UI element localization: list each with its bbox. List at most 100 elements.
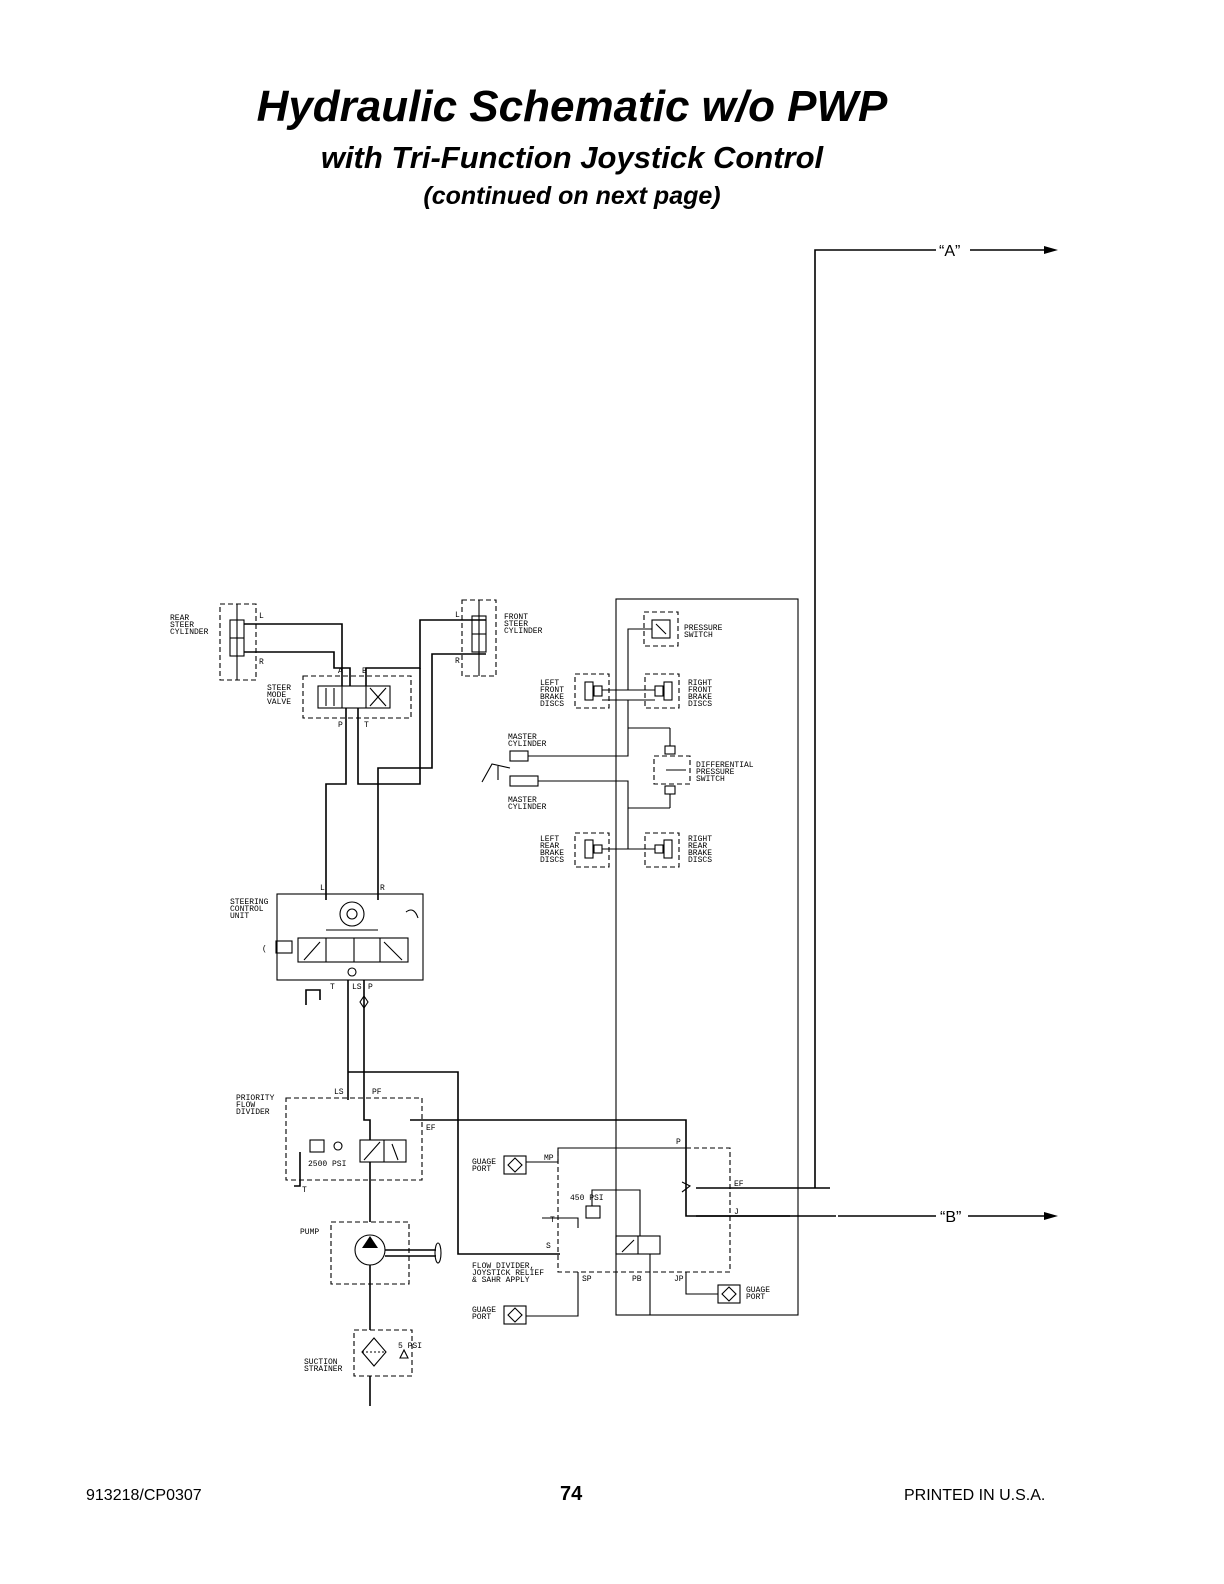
- svg-text:GUAGE: GUAGE: [472, 1158, 496, 1167]
- connector-a-label: “A”: [939, 243, 960, 260]
- flow-divider-block: FLOW DIVIDER, JOYSTICK RELIEF & SAHR APP…: [472, 1138, 744, 1285]
- svg-text:T: T: [550, 1216, 555, 1225]
- svg-text:(: (: [262, 945, 267, 954]
- connector-b-label: “B”: [940, 1209, 961, 1226]
- svg-text:EF: EF: [426, 1124, 436, 1133]
- connector-a: “A”: [814, 243, 1058, 1188]
- svg-text:BRAKE: BRAKE: [540, 849, 564, 858]
- svg-text:SWITCH: SWITCH: [684, 631, 713, 640]
- svg-text:P: P: [338, 721, 343, 730]
- svg-text:5 PSI: 5 PSI: [398, 1342, 422, 1351]
- svg-text:RIGHT: RIGHT: [688, 835, 712, 844]
- guage-port-lower: GUAGE PORT: [472, 1305, 527, 1325]
- svg-text:PUMP: PUMP: [300, 1228, 319, 1237]
- svg-text:PRESSURE: PRESSURE: [684, 624, 723, 633]
- left-front-brake-discs: LEFT FRONT BRAKE DISCS: [540, 673, 610, 709]
- svg-text:REAR: REAR: [688, 842, 707, 851]
- svg-text:T: T: [330, 983, 335, 992]
- svg-text:RIGHT: RIGHT: [688, 679, 712, 688]
- svg-text:PF: PF: [372, 1088, 382, 1097]
- guage-port-upper: GUAGE PORT: [472, 1155, 527, 1175]
- svg-text:EF: EF: [734, 1180, 744, 1189]
- svg-text:L: L: [320, 884, 325, 893]
- svg-text:J: J: [734, 1208, 739, 1217]
- svg-text:GUAGE: GUAGE: [472, 1306, 496, 1315]
- svg-text:UNIT: UNIT: [230, 912, 249, 921]
- priority-flow-divider: PRIORITY FLOW DIVIDER LS PF EF T 2500 PS…: [236, 1088, 436, 1195]
- svg-text:SUCTION: SUCTION: [304, 1358, 338, 1367]
- svg-text:SWITCH: SWITCH: [696, 775, 725, 784]
- differential-pressure-switch: DIFFERENTIAL PRESSURE SWITCH: [653, 728, 754, 808]
- svg-text:PRESSURE: PRESSURE: [696, 768, 735, 777]
- svg-text:PB: PB: [632, 1275, 642, 1284]
- left-rear-brake-discs: LEFT REAR BRAKE DISCS: [540, 832, 610, 868]
- svg-text:STEER: STEER: [170, 621, 194, 630]
- svg-text:T: T: [364, 721, 369, 730]
- connector-b: “B”: [838, 1209, 1058, 1226]
- svg-text:2500 PSI: 2500 PSI: [308, 1160, 346, 1169]
- right-rear-brake-discs: RIGHT REAR BRAKE DISCS: [644, 832, 712, 868]
- svg-text:FRONT: FRONT: [688, 686, 712, 695]
- svg-text:REAR: REAR: [170, 614, 189, 623]
- svg-text:PORT: PORT: [472, 1165, 491, 1174]
- svg-text:FLOW: FLOW: [236, 1101, 255, 1110]
- svg-text:BRAKE: BRAKE: [688, 849, 712, 858]
- page-title: Hydraulic Schematic w/o PWP: [256, 82, 888, 131]
- svg-text:CYLINDER: CYLINDER: [508, 740, 547, 749]
- svg-text:S: S: [546, 1242, 551, 1251]
- svg-text:MP: MP: [544, 1154, 554, 1163]
- svg-text:R: R: [259, 658, 264, 667]
- right-front-brake-discs: RIGHT FRONT BRAKE DISCS: [644, 673, 712, 709]
- svg-text:STEER: STEER: [267, 684, 291, 693]
- svg-text:FRONT: FRONT: [540, 686, 564, 695]
- master-cylinders: MASTER CYLINDER MASTER CYLINDER: [481, 733, 547, 812]
- svg-text:CYLINDER: CYLINDER: [504, 627, 543, 636]
- steering-control-unit: STEERING CONTROL UNIT L R T LS P (: [230, 884, 424, 992]
- svg-text:BRAKE: BRAKE: [688, 693, 712, 702]
- svg-text:R: R: [455, 657, 460, 666]
- svg-text:DIVIDER: DIVIDER: [236, 1108, 270, 1117]
- svg-text:GUAGE: GUAGE: [746, 1286, 770, 1295]
- svg-text:P: P: [676, 1138, 681, 1147]
- svg-text:REAR: REAR: [540, 842, 559, 851]
- svg-text:PORT: PORT: [472, 1313, 491, 1322]
- svg-text:R: R: [380, 884, 385, 893]
- continued-note: (continued on next page): [423, 182, 721, 210]
- svg-text:A: A: [338, 667, 343, 676]
- svg-text:FRONT: FRONT: [504, 613, 528, 622]
- svg-text:CYLINDER: CYLINDER: [170, 628, 209, 637]
- steer-mode-valve: STEER MODE VALVE A B P T: [267, 667, 412, 730]
- page-subtitle: with Tri-Function Joystick Control: [320, 140, 824, 175]
- svg-text:MASTER: MASTER: [508, 796, 537, 805]
- svg-text:STEERING: STEERING: [230, 898, 269, 907]
- svg-text:DISCS: DISCS: [540, 700, 564, 709]
- svg-text:DISCS: DISCS: [688, 700, 712, 709]
- svg-text:FLOW DIVIDER,: FLOW DIVIDER,: [472, 1262, 534, 1271]
- svg-text:B: B: [362, 667, 367, 676]
- svg-text:MODE: MODE: [267, 691, 286, 700]
- svg-text:& SAHR APPLY: & SAHR APPLY: [472, 1276, 530, 1285]
- svg-text:LEFT: LEFT: [540, 835, 559, 844]
- svg-text:JP: JP: [674, 1275, 684, 1284]
- svg-text:BRAKE: BRAKE: [540, 693, 564, 702]
- svg-text:STRAINER: STRAINER: [304, 1365, 343, 1374]
- svg-text:CYLINDER: CYLINDER: [508, 803, 547, 812]
- svg-text:P: P: [368, 983, 373, 992]
- svg-text:450 PSI: 450 PSI: [570, 1194, 604, 1203]
- svg-text:LEFT: LEFT: [540, 679, 559, 688]
- guage-port-right: GUAGE PORT: [717, 1284, 770, 1304]
- pressure-switch: PRESSURE SWITCH: [627, 611, 723, 690]
- svg-text:DISCS: DISCS: [688, 856, 712, 865]
- svg-text:CONTROL: CONTROL: [230, 905, 264, 914]
- svg-text:LS: LS: [334, 1088, 344, 1097]
- svg-text:DIFFERENTIAL: DIFFERENTIAL: [696, 761, 754, 770]
- svg-text:PORT: PORT: [746, 1293, 765, 1302]
- svg-text:L: L: [259, 612, 264, 621]
- svg-text:VALVE: VALVE: [267, 698, 291, 707]
- svg-text:STEER: STEER: [504, 620, 528, 629]
- rear-steer-cylinder: REAR STEER CYLINDER L R: [170, 603, 264, 681]
- svg-text:MASTER: MASTER: [508, 733, 537, 742]
- svg-text:SP: SP: [582, 1275, 592, 1284]
- svg-text:JOYSTICK RELIEF: JOYSTICK RELIEF: [472, 1269, 544, 1278]
- svg-text:PRIORITY: PRIORITY: [236, 1094, 275, 1103]
